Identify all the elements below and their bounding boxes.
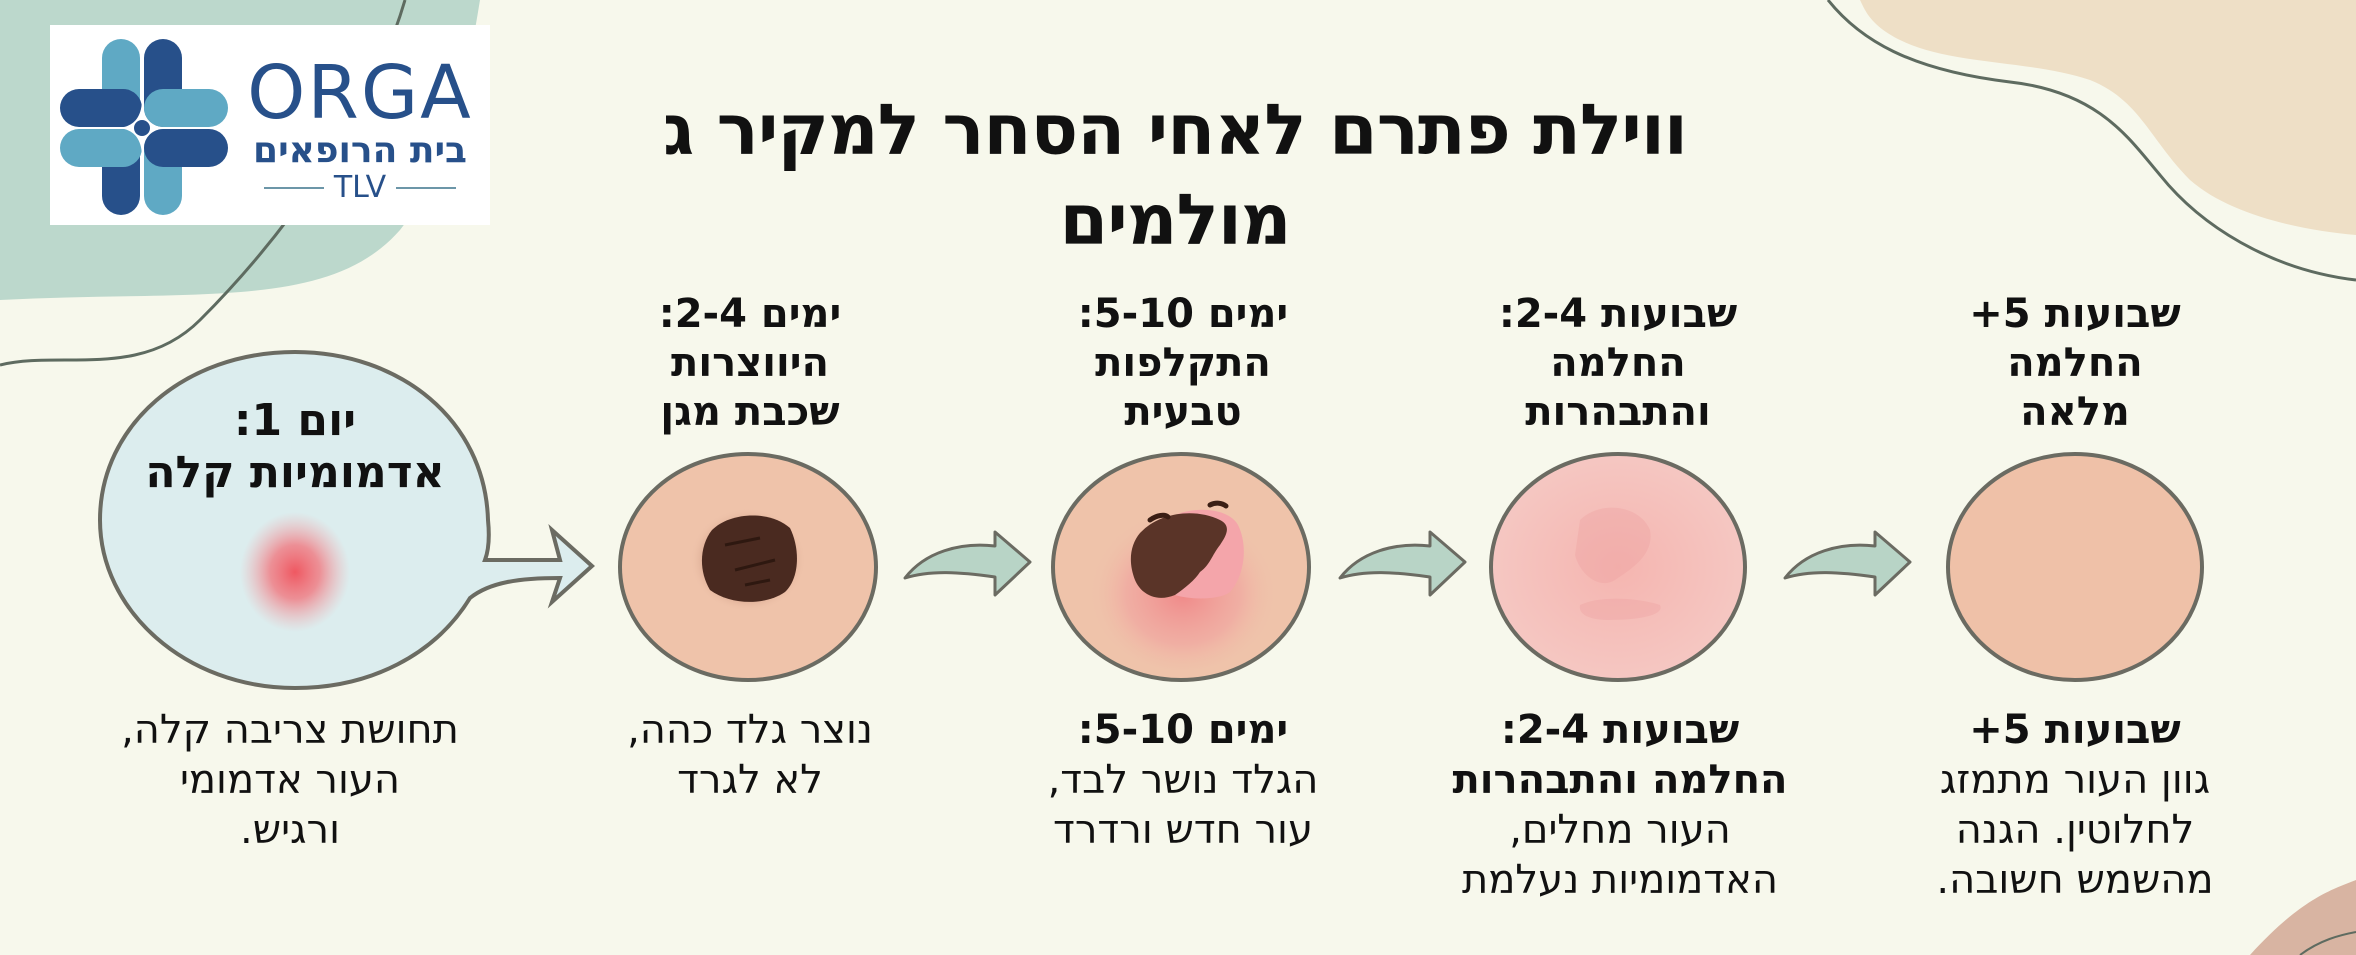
tan-corner-blob	[2250, 880, 2356, 955]
medical-cross-logo-icon	[60, 39, 228, 215]
description-line: העור אדמומי	[179, 757, 401, 803]
stage-4-header-line: החלמה	[1550, 340, 1686, 386]
orga-logo: ORGA בית הרופאים TLV	[50, 25, 490, 225]
stage-1-header: יום 1: אדמומיות קלה	[110, 395, 480, 499]
logo-rule-right	[396, 187, 457, 189]
stage-1-header-line: יום 1:	[233, 395, 357, 446]
beige-corner-blob	[1860, 0, 2356, 235]
description-title: שבועות 5+	[1969, 707, 2181, 753]
healed-skin-icon	[1946, 452, 2204, 682]
description-line: תחושת צריבה קלה,	[121, 707, 459, 753]
logo-hebrew-name: בית הרופאים	[253, 130, 467, 171]
corner-curve-line-right	[1826, 0, 2356, 282]
page-title: ווילת פתרם לאחי הסחר למקיר ג מולמים	[663, 89, 1688, 261]
description-title: ימים 5-10:	[1077, 707, 1289, 753]
stage-4-header-line: שבועות 2-4:	[1498, 291, 1738, 337]
stage-3-circle	[1051, 452, 1311, 682]
description-line: העור מחלים,	[1509, 807, 1731, 853]
stage-5-header-line: החלמה	[2007, 340, 2143, 386]
stage-5-header-line: מלאה	[2020, 389, 2130, 435]
description-line: נוצר גלד כהה,	[627, 707, 873, 753]
stage-4-circle	[1489, 452, 1747, 682]
stage-5-header: שבועות 5+ החלמה מלאה	[1895, 290, 2255, 437]
description-line: לחלוטין. הגנה	[1955, 807, 2195, 853]
healing-pink-skin-icon	[1575, 507, 1661, 620]
stage-1-bubble	[97, 349, 595, 691]
stage-2-header-line: ימים 2-4:	[658, 291, 842, 337]
speech-bubble-shape	[97, 349, 595, 691]
stage-2-header-line: שכבת מגן	[660, 389, 840, 435]
description-line: עור חדש ורדרד	[1053, 807, 1313, 853]
logo-rule-left	[263, 187, 324, 189]
stage-3-header: ימים 5-10: התקלפות טבעית	[1003, 290, 1363, 437]
logo-city-line: TLV	[235, 171, 485, 205]
stage-4-header-line: והתבהרות	[1525, 389, 1711, 435]
arrow-right-icon	[903, 530, 1032, 597]
stage-2-header: ימים 2-4: היווצרות שכבת מגן	[570, 290, 930, 437]
stage-2-description: נוצר גלד כהה, לא לגרד	[540, 705, 960, 805]
description-title: החלמה והתבהרות	[1452, 757, 1788, 803]
stage-1-description: תחושת צריבה קלה, העור אדמומי ורגיש.	[80, 705, 500, 855]
stage-5-circle	[1946, 452, 2204, 682]
logo-city-text: TLV	[333, 170, 387, 205]
description-line: לא לגרד	[677, 757, 823, 803]
corner-curve-line-bottom	[2299, 931, 2356, 955]
stage-3-header-line: טבעית	[1124, 389, 1242, 435]
stage-2-circle	[618, 452, 878, 682]
stage-1-header-line: אדמומיות קלה	[145, 447, 445, 498]
logo-wordmark: ORGA בית הרופאים TLV	[235, 55, 485, 205]
description-line: ורגיש.	[240, 807, 340, 853]
stage-4-header: שבועות 2-4: החלמה והתבהרות	[1438, 290, 1798, 437]
description-line: האדמומיות נעלמת	[1461, 857, 1779, 903]
arrow-right-icon	[1338, 530, 1467, 597]
stage-5-header-line: שבועות 5+	[1969, 291, 2181, 337]
description-line: הגלד נושר לבד,	[1047, 757, 1319, 803]
mild-redness-icon	[240, 512, 350, 632]
stage-3-header-line: ימים 5-10:	[1077, 291, 1289, 337]
description-title: שבועות 2-4:	[1500, 707, 1740, 753]
stage-3-description: ימים 5-10: הגלד נושר לבד, עור חדש ורדרד	[973, 705, 1393, 855]
arrow-right-icon	[1783, 530, 1912, 597]
scab-icon	[690, 508, 806, 612]
stage-2-header-line: היווצרות	[671, 340, 829, 386]
logo-orga-text: ORGA	[247, 50, 473, 136]
description-line: גוון העור מתמזג	[1939, 757, 2211, 803]
stage-5-description: שבועות 5+ גוון העור מתמזג לחלוטין. הגנה …	[1865, 705, 2285, 905]
stage-3-header-line: התקלפות	[1095, 340, 1271, 386]
stage-4-description: שבועות 2-4: החלמה והתבהרות העור מחלים, ה…	[1410, 705, 1830, 905]
peeling-scab-icon	[1088, 500, 1278, 670]
description-line: מהשמש חשובה.	[1936, 857, 2214, 903]
